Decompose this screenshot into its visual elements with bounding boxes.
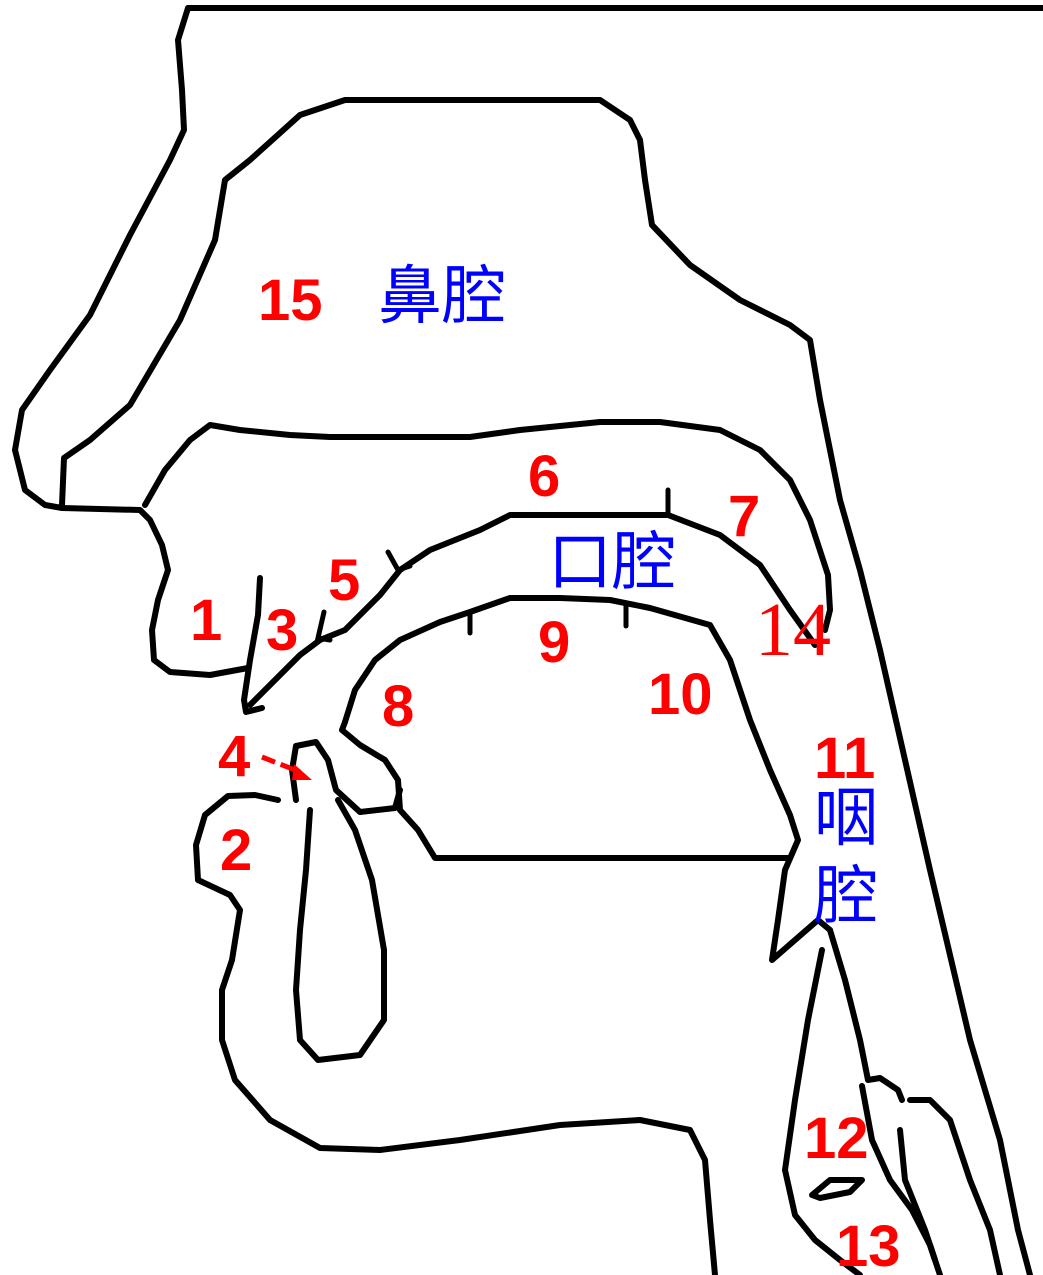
epiglottis (830, 930, 902, 1100)
label-6: 6 (528, 444, 560, 509)
label-13: 13 (836, 1214, 901, 1275)
mandible-inner (296, 800, 384, 1060)
label-4: 4 (218, 724, 250, 789)
label-3: 3 (266, 598, 298, 663)
esophagus-front (910, 1100, 1000, 1275)
pharynx-label-1: 咽 (814, 782, 878, 856)
vocal-fold (812, 1180, 862, 1198)
label-14: 14 (755, 588, 831, 672)
nasal-cavity-boundary (62, 100, 1030, 1275)
tongue-tip (342, 722, 790, 858)
esophagus-inner (900, 1130, 935, 1260)
label-15: 15 (258, 268, 323, 333)
label-12: 12 (804, 1106, 869, 1171)
arrow-4-head (292, 764, 312, 780)
label-7: 7 (728, 484, 760, 549)
nasal-cavity-label: 鼻腔 (378, 260, 506, 334)
label-5: 5 (328, 548, 360, 613)
lower-lip-chin (196, 795, 715, 1275)
label-8: 8 (382, 674, 414, 739)
palate-tick-5 (388, 552, 410, 570)
label-2: 2 (220, 818, 252, 883)
pharynx-label-2: 腔 (814, 860, 878, 934)
label-10: 10 (648, 662, 713, 727)
label-1: 1 (190, 588, 222, 653)
label-9: 9 (538, 610, 570, 675)
oral-cavity-label: 口腔 (548, 526, 676, 600)
